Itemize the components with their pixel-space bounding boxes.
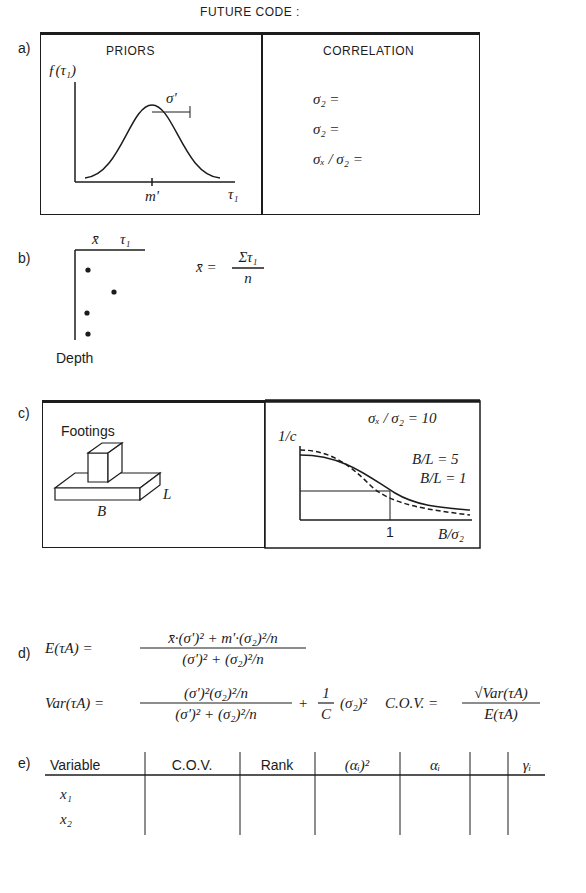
correlation-term: σ₂ = <box>313 91 339 107</box>
graph-note: σₓ / σ₂ = 10 <box>368 410 437 426</box>
formula-term: (σ')²(σ₂)²/n <box>184 685 248 701</box>
axis-label: 1/c <box>278 428 296 444</box>
curve-label: B/L = 5 <box>412 451 459 467</box>
formula-term: E(τA) = <box>45 640 93 656</box>
panel-heading: Footings <box>61 423 115 439</box>
formula-term: + <box>298 695 308 711</box>
formula-term: √Var(τA) <box>474 685 528 701</box>
table-header: Rank <box>261 757 294 773</box>
table-cell: x₂ <box>60 811 72 827</box>
formula-term: E(τA) <box>484 706 518 722</box>
formula-term: n <box>244 270 252 286</box>
table-header: C.O.V. <box>172 757 213 773</box>
formula-term: Var(τA) = <box>45 695 104 711</box>
table-header: αᵢ <box>430 757 440 773</box>
tick-label: 1 <box>386 524 394 540</box>
formula-term: 1 <box>322 685 330 701</box>
formula-term: (σ₂)² <box>340 695 367 711</box>
page-title: FUTURE CODE : <box>200 4 300 20</box>
formula-term: (σ')² + (σ₂)²/n <box>175 706 256 722</box>
part-letter: a) <box>18 40 30 56</box>
curve-label: B/L = 1 <box>420 470 467 486</box>
axis-label: Depth <box>56 350 93 366</box>
part-letter: b) <box>18 250 30 266</box>
part-letter: e) <box>18 755 30 771</box>
panel-heading: CORRELATION <box>323 43 414 59</box>
formula-term: Στ₁ <box>239 249 258 265</box>
axis-label: τ₁ <box>228 186 239 202</box>
axis-label: x̄ <box>92 231 99 247</box>
table-header: (αᵢ)² <box>345 757 370 773</box>
part-letter: c) <box>18 405 30 421</box>
formula-term: x̄·(σ')² + m'·(σ₂)²/n <box>168 630 278 646</box>
formula-term: x̄ = <box>196 259 217 275</box>
panel-heading: PRIORS <box>106 43 155 59</box>
part-letter: d) <box>18 645 30 661</box>
symbol-label: σ' <box>166 90 177 106</box>
panel-box: CORRELATION σ₂ = σ₂ = σₓ / σ₂ = <box>262 32 480 215</box>
correlation-term: σₓ / σ₂ = <box>313 151 363 167</box>
axis-label: τ₁ <box>120 231 131 247</box>
table-header: Variable <box>50 757 100 773</box>
dimension-label: B <box>97 503 106 519</box>
symbol-label: m' <box>145 188 159 204</box>
formula-term: (σ')² + (σ₂)²/n <box>182 651 263 667</box>
formula-term: C <box>321 706 331 722</box>
formula-term: C.O.V. = <box>385 695 438 711</box>
panel-box: Footings <box>42 400 265 548</box>
dimension-label: L <box>163 486 171 502</box>
axis-label: B/σ₂ <box>438 526 464 542</box>
correlation-term: σ₂ = <box>313 121 339 137</box>
axis-label: ƒ(τ₁) <box>48 62 76 78</box>
table-header: γᵢ <box>523 757 531 773</box>
table-cell: x₁ <box>60 786 72 802</box>
